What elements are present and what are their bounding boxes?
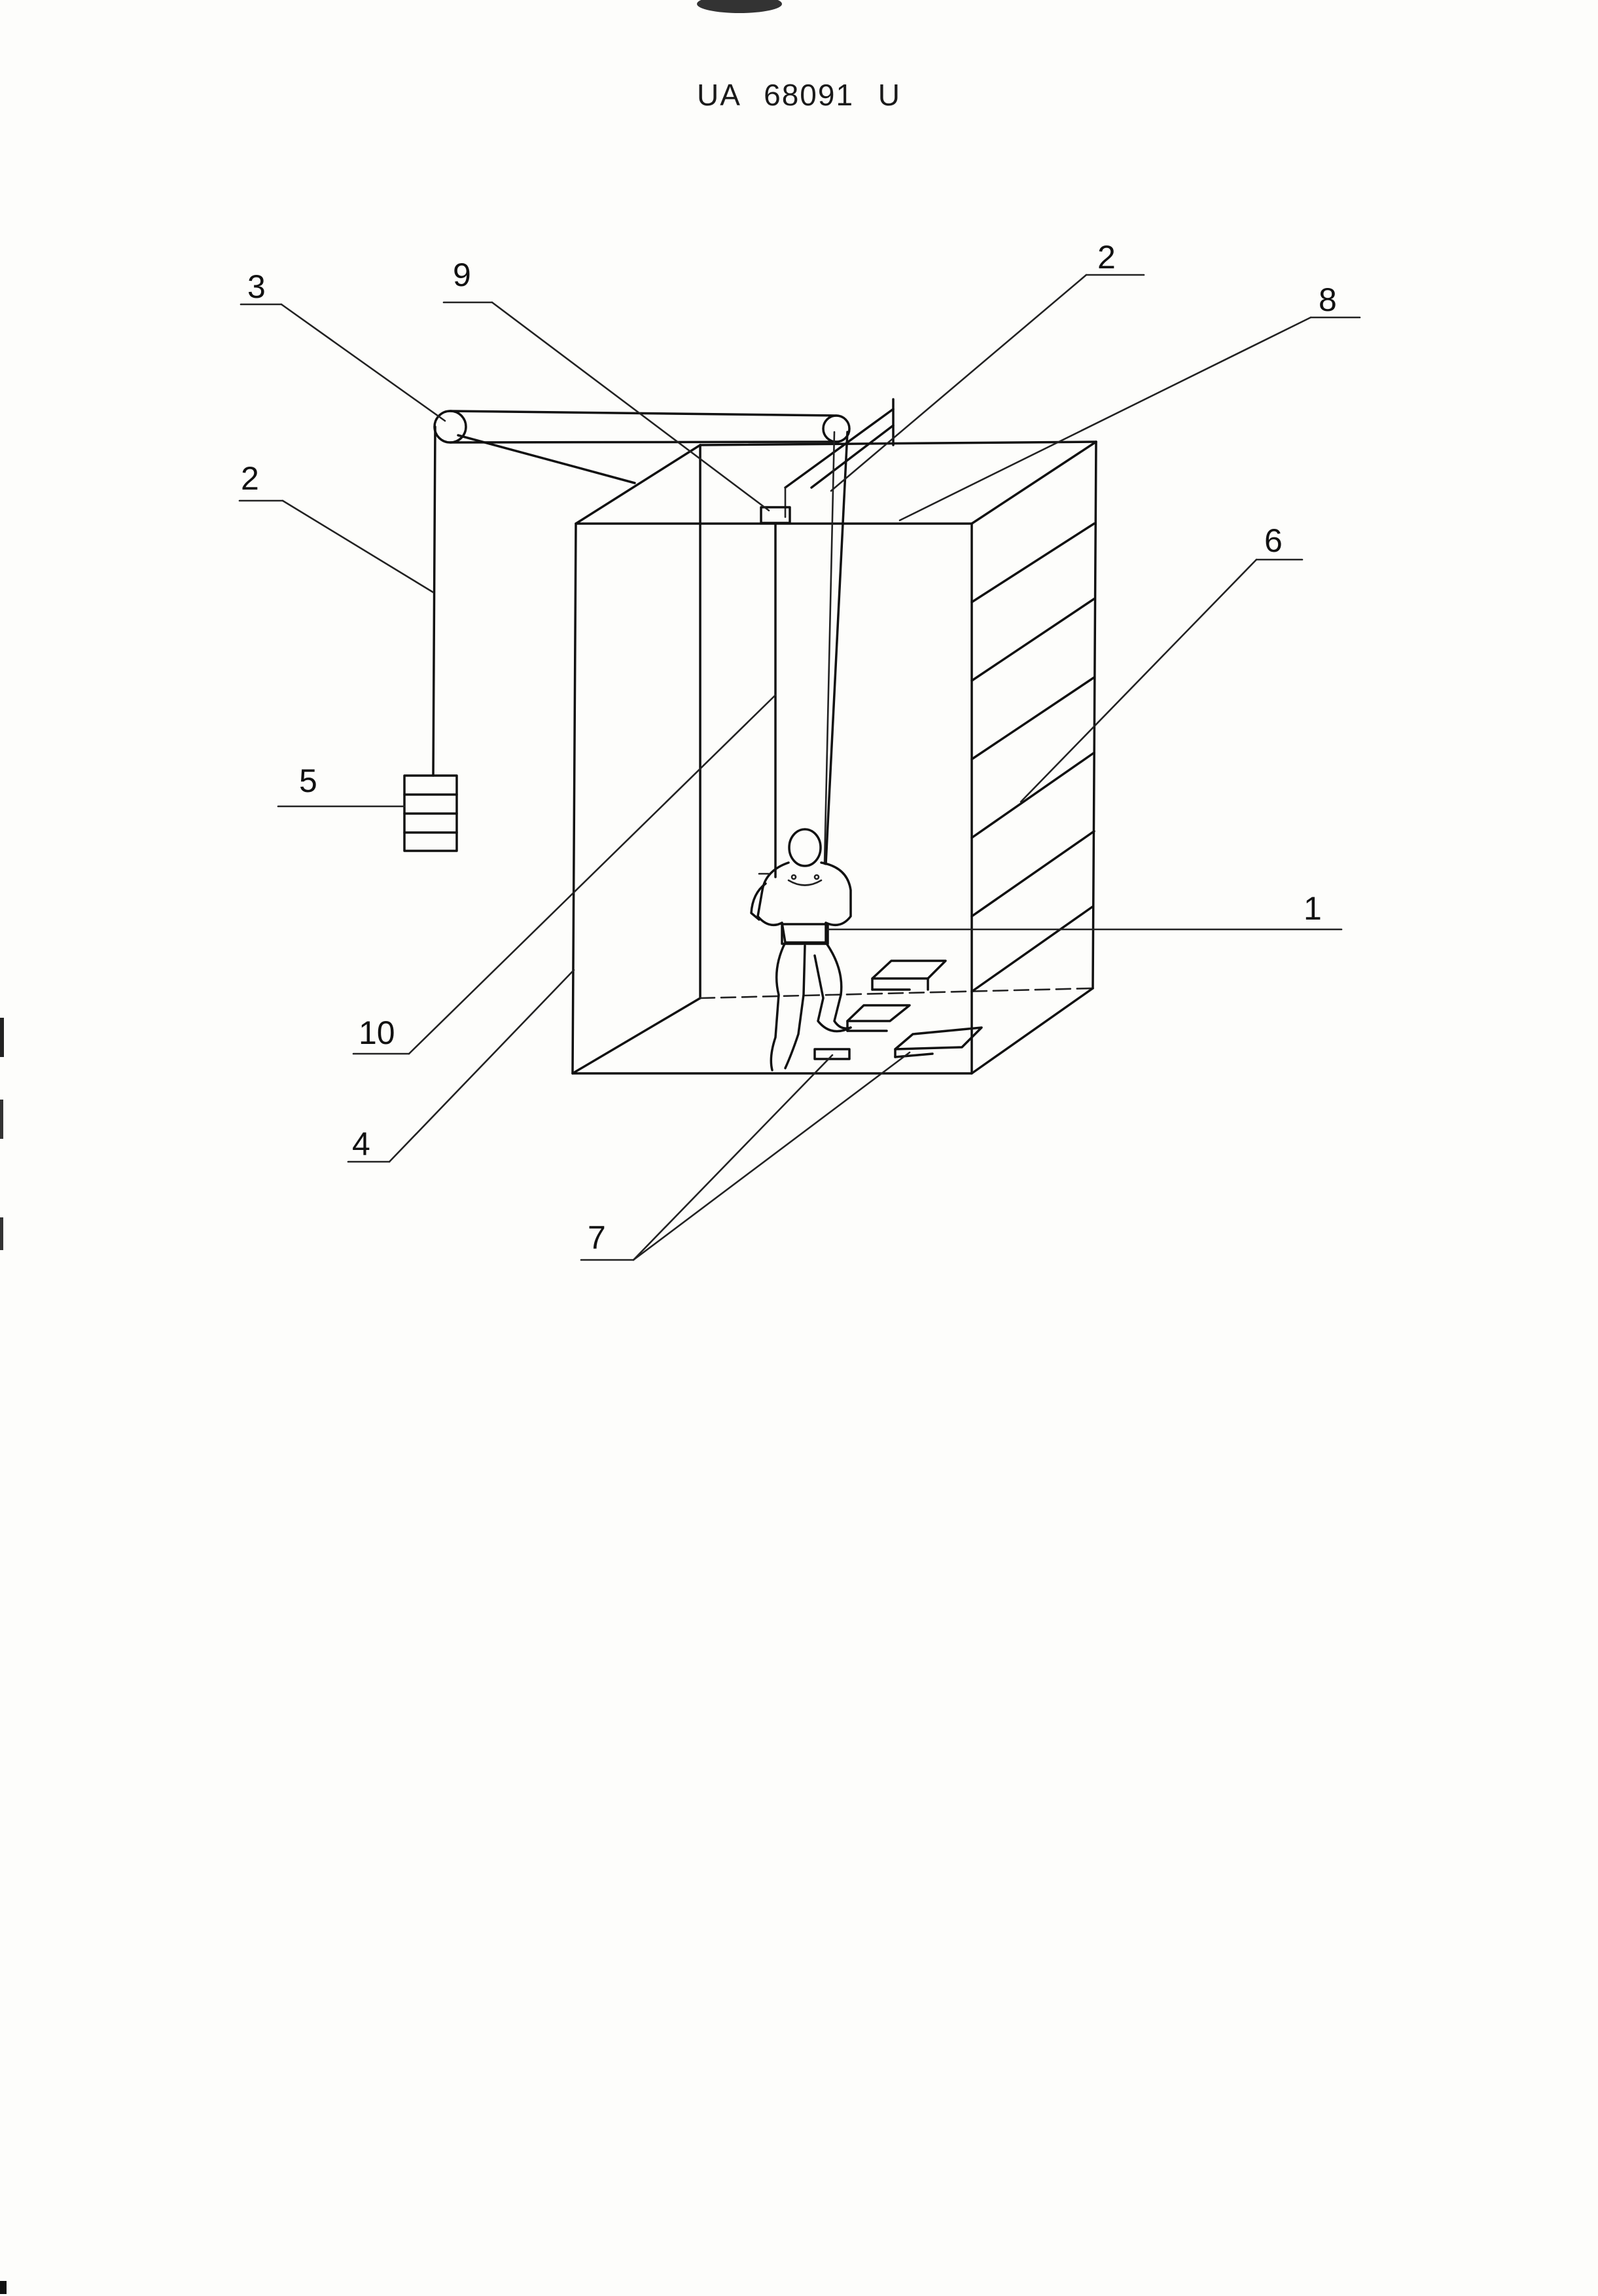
patent-number-header: UA 68091 U xyxy=(696,78,902,112)
label-4: 4 xyxy=(352,1126,370,1162)
frame-box xyxy=(571,440,1097,1075)
label-5: 5 xyxy=(299,762,317,799)
label-7: 7 xyxy=(588,1219,606,1256)
label-3: 3 xyxy=(247,268,266,305)
scan-blemish xyxy=(697,0,782,13)
label-2-left: 2 xyxy=(241,460,259,497)
label-2-top: 2 xyxy=(1097,239,1116,276)
reference-numerals: 3 9 2 8 2 6 5 1 10 4 7 xyxy=(241,239,1337,1256)
scan-edge-marks xyxy=(0,1018,7,2294)
step-platforms xyxy=(813,960,983,1060)
trainee-figure xyxy=(750,828,852,1071)
pulley-right xyxy=(822,414,851,443)
suspension-block xyxy=(760,431,849,878)
label-8: 8 xyxy=(1319,281,1337,318)
label-9: 9 xyxy=(453,257,471,293)
wall-rungs xyxy=(970,522,1095,993)
leader-lines xyxy=(238,274,1361,1261)
label-6: 6 xyxy=(1264,522,1283,559)
weight-stack xyxy=(403,774,458,852)
label-10: 10 xyxy=(359,1014,395,1051)
label-1: 1 xyxy=(1304,890,1322,927)
pulley-system xyxy=(432,410,851,777)
